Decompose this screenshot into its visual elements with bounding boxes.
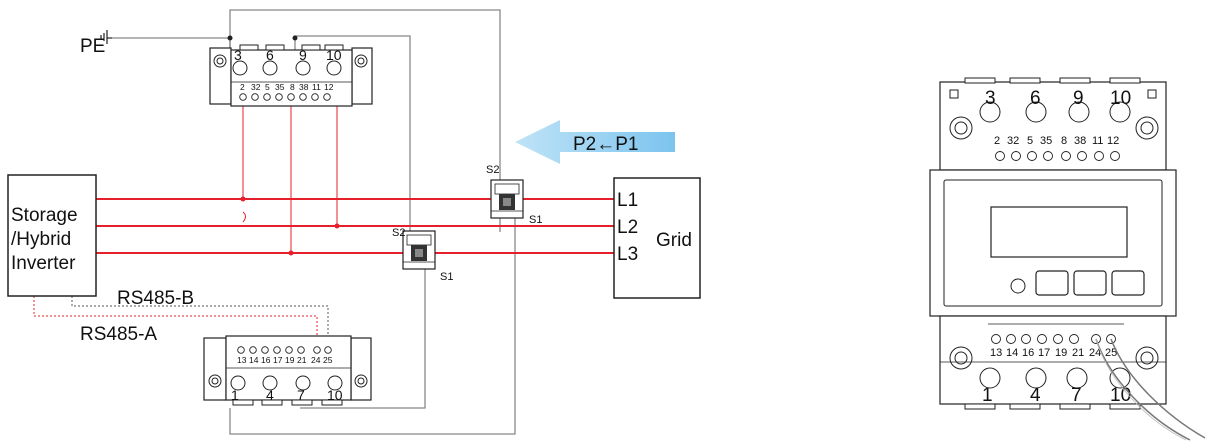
ml-bot-small-4: 19 [285, 355, 295, 365]
ml-bot-big-0: 1 [231, 387, 239, 403]
mr-top-small-4: 8 [1061, 135, 1067, 147]
ml-bot-big-2: 7 [297, 387, 305, 403]
mr-bot-big-1: 4 [1030, 385, 1041, 406]
ml-top-big-3: 10 [326, 47, 342, 63]
ground-icon [100, 30, 112, 44]
mr-bot-small-3: 17 [1038, 347, 1050, 359]
ml-bot-small-7: 25 [323, 355, 333, 365]
mr-top-small-3: 35 [1040, 135, 1052, 147]
mr-bot-small-1: 14 [1006, 347, 1018, 359]
ml-bot-small-1: 14 [249, 355, 259, 365]
mr-top-big-0: 3 [985, 88, 996, 109]
inverter-box [7, 174, 97, 297]
ml-top-big-1: 6 [266, 47, 274, 63]
rs485-a-label: RS485-A [80, 324, 157, 345]
ml-top-small-7: 12 [324, 82, 334, 92]
grid-line-l3: L3 [617, 244, 638, 265]
mr-top-small-0: 2 [994, 135, 1000, 147]
power-direction-arrow [515, 120, 675, 164]
grid-box [613, 177, 701, 299]
phase-lines [96, 97, 615, 256]
mr-top-small-1: 32 [1007, 135, 1019, 147]
ct1-s1-label: S1 [529, 214, 542, 226]
ml-top-small-2: 5 [265, 82, 270, 92]
rs485-b-line [71, 296, 329, 348]
grid-label: Grid [656, 230, 692, 251]
inverter-line1: Storage [11, 205, 78, 226]
mr-bot-small-0: 13 [990, 347, 1002, 359]
ml-bot-big-3: 10 [327, 387, 343, 403]
mr-top-small-2: 5 [1027, 135, 1033, 147]
mr-bot-small-2: 16 [1022, 347, 1034, 359]
mr-top-big-1: 6 [1030, 88, 1041, 109]
mr-bot-big-0: 1 [982, 385, 993, 406]
ml-top-small-3: 35 [275, 82, 285, 92]
mr-bot-small-6: 24 [1089, 347, 1101, 359]
ct1-s2-label: S2 [486, 164, 499, 176]
ct2-s1-label: S1 [440, 271, 453, 283]
meter-left-top-block: 3 6 9 10 2 32 5 35 8 38 11 12 [209, 44, 373, 107]
ml-top-small-5: 38 [299, 82, 309, 92]
mr-bot-big-2: 7 [1071, 385, 1082, 406]
ml-top-big-0: 3 [234, 47, 242, 63]
ml-top-big-2: 9 [299, 47, 307, 63]
grid-line-l1: L1 [617, 190, 638, 211]
inverter-line2: /Hybrid [11, 229, 71, 250]
lcd-display [990, 206, 1128, 258]
meter-right-device: 3 6 9 10 2 32 5 35 8 38 11 12 [929, 77, 1206, 441]
mr-bot-small-7: 25 [1105, 347, 1117, 359]
ml-top-small-6: 11 [312, 82, 321, 92]
mr-bot-small-4: 19 [1055, 347, 1067, 359]
inverter-line3: Inverter [11, 253, 76, 274]
ml-bot-small-0: 13 [237, 355, 247, 365]
ml-top-small-0: 2 [240, 82, 245, 92]
ml-bot-small-5: 21 [297, 355, 307, 365]
ml-bot-small-2: 16 [261, 355, 271, 365]
mr-top-big-3: 10 [1110, 88, 1131, 109]
ml-top-small-1: 32 [251, 82, 261, 92]
mr-top-small-6: 11 [1092, 135, 1103, 147]
ct-clamp-l3 [402, 230, 436, 270]
pe-label: PE [80, 36, 105, 57]
mr-top-small-7: 12 [1107, 135, 1119, 147]
rs485-b-label: RS485-B [117, 288, 194, 309]
ct-clamp-l1 [490, 179, 524, 219]
rs485-a-line [33, 296, 318, 348]
mr-bot-small-5: 21 [1072, 347, 1084, 359]
ct2-s2-label: S2 [392, 227, 405, 239]
ml-bot-big-1: 4 [266, 387, 274, 403]
grid-line-l2: L2 [617, 217, 638, 238]
meter-left-bottom-block: 13 14 16 17 19 21 24 25 1 4 7 10 [203, 335, 372, 406]
ml-bot-small-3: 17 [273, 355, 283, 365]
ml-top-small-4: 8 [290, 82, 295, 92]
ml-bot-small-6: 24 [311, 355, 321, 365]
mr-bot-big-3: 10 [1110, 385, 1131, 406]
arrow-label: P2←P1 [573, 134, 638, 155]
mr-top-big-2: 9 [1073, 88, 1084, 109]
mr-top-small-5: 38 [1074, 135, 1086, 147]
